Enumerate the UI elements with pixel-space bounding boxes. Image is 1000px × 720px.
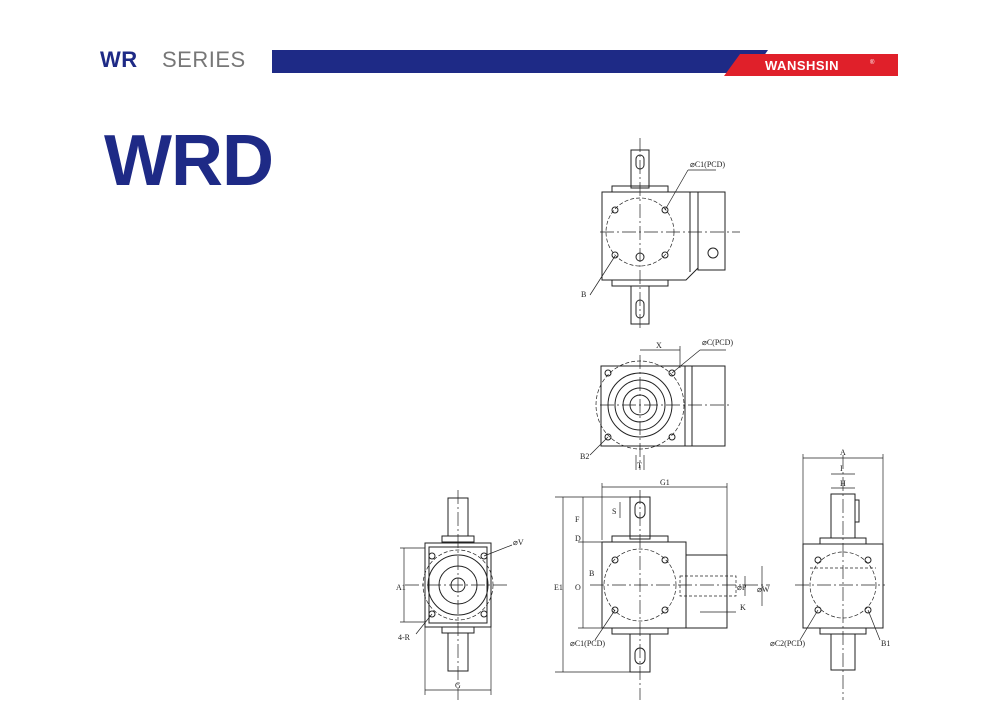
top-view: [589, 138, 740, 330]
label-i: I: [840, 464, 843, 473]
series-code: WR: [100, 47, 138, 72]
registered-mark: ®: [870, 59, 875, 66]
label-c1-pcd-top: ⌀C1(PCD): [690, 160, 725, 169]
brand-logo: WANSHSIN: [765, 58, 839, 73]
label-c-pcd: ⌀C(PCD): [702, 338, 733, 347]
label-k: K: [740, 603, 746, 612]
label-b-front: B: [589, 569, 594, 578]
label-c1-pcd-front: ⌀C1(PCD): [570, 639, 605, 648]
right-view: [795, 454, 885, 700]
page-header: WR SERIES: [0, 0, 1000, 100]
series-word: SERIES: [162, 47, 246, 72]
label-v: ⌀V: [513, 538, 524, 547]
label-s: S: [612, 507, 616, 516]
label-f: F: [575, 515, 580, 524]
dimension-labels: ⌀C1(PCD) B X ⌀C(PCD) B2 T ⌀V A1 4-R G G1…: [396, 160, 890, 690]
label-e1: E1: [554, 583, 563, 592]
brand-logo-band: [724, 54, 898, 76]
front-view: [555, 483, 770, 700]
label-w: ⌀W: [757, 585, 770, 594]
label-a: A: [840, 448, 846, 457]
model-title: WRD: [104, 121, 274, 201]
label-c2-pcd: ⌀C2(PCD): [770, 639, 805, 648]
label-p: ⌀P: [737, 583, 747, 592]
label-x: X: [656, 341, 662, 350]
label-h: H: [840, 479, 846, 488]
header-bar: WANSHSIN ®: [272, 50, 898, 76]
label-g1: G1: [660, 478, 670, 487]
label-b1: B1: [881, 639, 890, 648]
left-view: [400, 490, 513, 700]
label-d: D: [575, 534, 581, 543]
label-a1: A1: [396, 583, 406, 592]
label-o: O: [575, 583, 581, 592]
label-t: T: [637, 461, 642, 470]
label-b-top: B: [581, 290, 586, 299]
label-g: G: [455, 681, 461, 690]
label-b2: B2: [580, 452, 589, 461]
middle-view: [589, 346, 730, 470]
label-4-r: 4-R: [398, 633, 411, 642]
